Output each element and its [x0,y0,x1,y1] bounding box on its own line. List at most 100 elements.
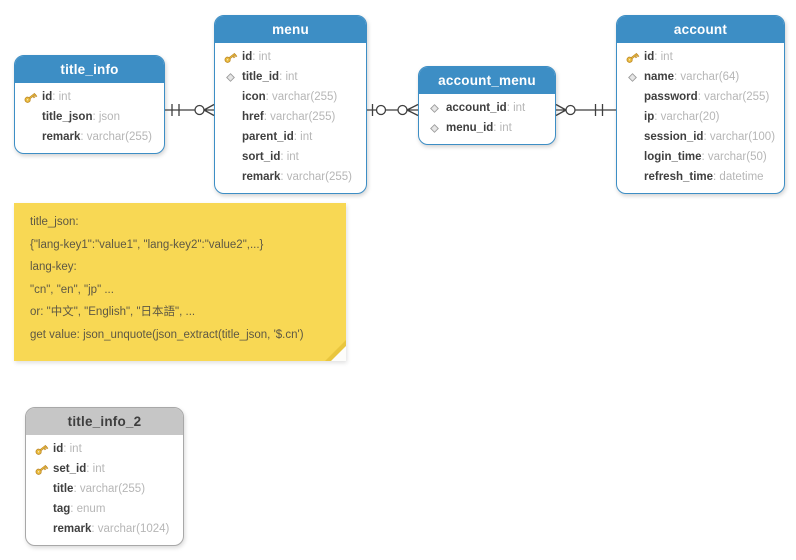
column-type: : int [493,122,512,134]
relationship-account_menu-account [555,103,616,117]
column-menu_id[interactable]: menu_id: int [419,118,555,138]
column-name: icon [242,91,266,103]
column-name: title_id [242,71,280,83]
note-line: get value: json_unquote(json_extract(tit… [30,328,304,341]
column-name: title [53,483,74,495]
column-name: password [644,91,698,103]
column-icon-spacer [624,110,641,125]
column-type: : varchar(100) [703,131,776,143]
column-type: : varchar(255) [280,171,352,183]
entity-title_info_2-header[interactable]: title_info_2 [26,408,183,435]
column-name: href [242,111,264,123]
key-icon [33,462,50,477]
column-type: : varchar(255) [697,91,770,103]
column-name: id [644,51,655,63]
column-name: remark [242,171,281,183]
column-type: : int [293,131,313,143]
column-type: : varchar(255) [265,91,338,103]
column-set_id[interactable]: set_id: int [26,459,183,479]
column-name: sort_id [242,151,281,163]
sticky-note-text: title_json:{"lang-key1":"value1", "lang-… [30,212,332,346]
column-type: : int [280,151,299,163]
column-id[interactable]: id: int [26,439,183,459]
column-type: : varchar(64) [674,71,740,83]
column-icon-spacer [624,130,641,145]
column-name: id [242,51,253,63]
column-name: refresh_time [644,171,714,183]
column-icon-spacer [22,130,39,145]
column-icon-spacer [624,150,641,165]
note-line: or: "中文", "English", "日本語", ... [30,306,196,318]
column-name: tag [53,503,71,515]
key-icon [222,50,239,65]
column-name: parent_id [242,131,294,143]
sticky-note[interactable]: title_json:{"lang-key1":"value1", "lang-… [14,203,346,361]
diamond-icon [624,70,641,85]
column-name: id [53,443,64,455]
note-line: {"lang-key1":"value1", "lang-key2":"valu… [30,238,264,251]
column-icon-spacer [22,110,39,125]
column-id[interactable]: id: int [617,47,784,67]
relationship-title_info-menu [165,103,215,117]
diamond-icon [426,121,443,136]
column-name[interactable]: name: varchar(64) [617,67,784,87]
column-remark[interactable]: remark: varchar(255) [15,127,164,147]
column-parent_id[interactable]: parent_id: int [215,127,366,147]
column-type: : varchar(50) [701,151,767,163]
column-name: title_json [42,111,93,123]
column-name: id [42,91,53,103]
column-session_id[interactable]: session_id: varchar(100) [617,127,784,147]
column-name: remark [42,131,81,143]
column-tag[interactable]: tag: enum [26,499,183,519]
column-remark[interactable]: remark: varchar(1024) [26,519,183,539]
column-icon-spacer [222,150,239,165]
column-name: session_id [644,131,704,143]
column-type: : int [506,102,526,114]
column-type: : varchar(1024) [91,523,170,535]
column-icon-spacer [33,502,50,517]
entity-account_menu-header[interactable]: account_menu [419,67,555,94]
column-id[interactable]: id: int [15,87,164,107]
column-icon-spacer [624,170,641,185]
column-ip[interactable]: ip: varchar(20) [617,107,784,127]
column-icon[interactable]: icon: varchar(255) [215,87,366,107]
column-icon-spacer [222,130,239,145]
key-icon [33,442,50,457]
relationship-menu-account_menu [367,103,419,117]
column-type: : json [92,111,120,123]
column-account_id[interactable]: account_id: int [419,98,555,118]
entity-menu-header[interactable]: menu [215,16,366,43]
column-login_time[interactable]: login_time: varchar(50) [617,147,784,167]
entity-account-header[interactable]: account [617,16,784,43]
column-type: : varchar(255) [80,131,152,143]
column-refresh_time[interactable]: refresh_time: datetime [617,167,784,187]
column-href[interactable]: href: varchar(255) [215,107,366,127]
entity-title_info-header[interactable]: title_info [15,56,164,83]
column-type: : varchar(255) [263,111,336,123]
column-icon-spacer [222,90,239,105]
column-type: : int [252,51,271,63]
column-title_json[interactable]: title_json: json [15,107,164,127]
column-sort_id[interactable]: sort_id: int [215,147,366,167]
key-icon [22,90,39,105]
column-id[interactable]: id: int [215,47,366,67]
diamond-icon [222,70,239,85]
column-remark[interactable]: remark: varchar(255) [215,167,366,187]
column-title_id[interactable]: title_id: int [215,67,366,87]
column-type: : datetime [713,171,764,183]
column-type: : varchar(20) [654,111,720,123]
column-password[interactable]: password: varchar(255) [617,87,784,107]
column-name: set_id [53,463,87,475]
column-type: : enum [70,503,106,515]
column-title[interactable]: title: varchar(255) [26,479,183,499]
